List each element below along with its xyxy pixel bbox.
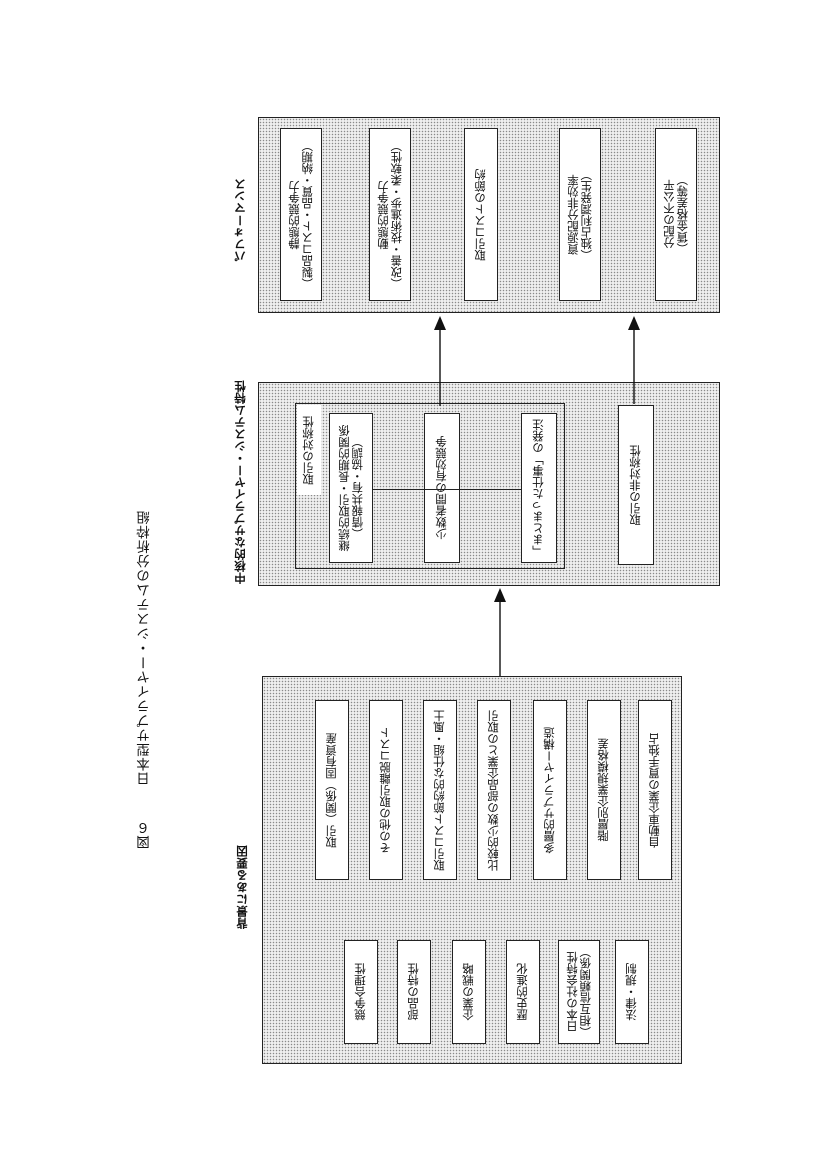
factor-box-history: 歴史的進化 xyxy=(506,940,540,1044)
mid-panel: 取引の対称性 継続的取引・長期的関係（情報共有・協調） 少数者間の有効競争 「ま… xyxy=(258,382,720,586)
mid-connector-line xyxy=(373,489,521,491)
performance-panel: 静態的競争力（製品コスト・品質・納期） 動態的競争力（改善・技術進歩・柔軟性） … xyxy=(258,117,720,313)
arrow-core-to-performance-right-head xyxy=(628,316,640,330)
factor-box-law: 法律・規制 xyxy=(615,940,649,1044)
factor-box-strategy: 企業の戦略 xyxy=(452,940,486,1044)
background-panel: 競争合理性 部品の特性 企業の戦略 歴史的進化 日本の社会特性（相互信頼関係） … xyxy=(262,676,682,1064)
factor-box-few-suppliers: 比較的少数の部品企業との取引 xyxy=(477,700,511,880)
arrow-core-to-performance-left-head xyxy=(434,316,446,330)
mid-box-competition: 少数者間の有効競争 xyxy=(424,413,460,563)
factor-box-size-gap: 階層別企業規模格差 xyxy=(587,700,621,880)
mid-box-bundled-work: 「まとまった仕事」の発注 xyxy=(521,413,557,563)
mid-box-long-term: 継続的取引・長期的関係（情報共有・協調） xyxy=(329,413,373,563)
perf-box-cost-saving: 取引コストの節約 xyxy=(464,128,498,301)
factor-box-multilayer: 多層的サプライヤー構造 xyxy=(533,700,567,880)
perf-box-dynamic: 動態的競争力（改善・技術進歩・柔軟性） xyxy=(369,128,411,301)
factor-box-specific-assets: 取引（関係）固有資産 xyxy=(315,700,349,880)
factor-box-competition: 競争合理性 xyxy=(344,940,378,1044)
arrow-background-to-core-head xyxy=(494,588,506,602)
perf-box-inequality: 分配の不公平（賃金格差等） xyxy=(655,128,697,301)
factor-box-society: 日本の社会特性（相互信頼関係） xyxy=(558,940,600,1044)
mid-box-asymmetry: 取引の非対称性 xyxy=(618,405,654,565)
symmetry-group-label: 取引の対称性 xyxy=(297,405,321,495)
factor-box-exit-cost: その他の取引離脱コスト xyxy=(369,700,403,880)
factor-box-monopsony: 自動車企業の買手独占 xyxy=(638,700,672,880)
factor-box-parts: 部品の特性 xyxy=(397,940,431,1044)
factor-box-cost-saving: 取引コスト節約的な仕組・風土 xyxy=(423,700,457,880)
symmetry-group-outline xyxy=(295,403,565,569)
perf-box-static: 静態的競争力（製品コスト・品質・納期） xyxy=(280,128,322,301)
perf-box-inefficiency: 資源配分非効率（独占利潤発生） xyxy=(559,128,601,301)
